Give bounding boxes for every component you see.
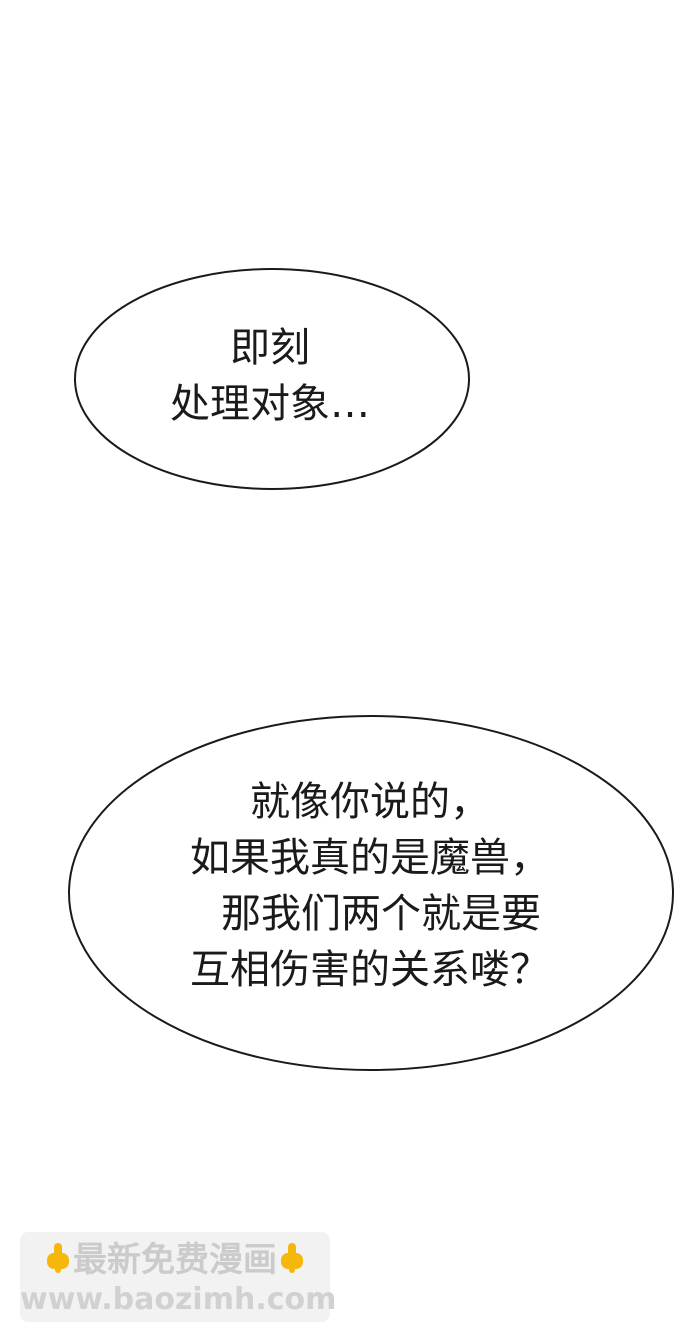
watermark-title-row: 最新免费漫画 [20,1238,330,1282]
site-watermark: 最新免费漫画 www.baozimh.com [20,1232,337,1322]
bubble-2-line-1: 就像你说的， [250,779,490,825]
bubble-1-line-2: 处理对象… [170,381,370,427]
bubble-1-line-1: 即刻 [230,325,310,371]
bubble-2-line-2: 如果我真的是魔兽， [190,835,550,881]
speech-bubble-1 [74,268,470,490]
watermark-title: 最新免费漫画 [73,1240,277,1280]
speech-bubble-1-text: 即刻 处理对象… [110,320,430,432]
watermark-url: www.baozimh.com [20,1282,337,1317]
bubble-2-line-3: 那我们两个就是要 [221,891,541,937]
speech-bubble-2 [68,715,674,1071]
pointing-down-hand-icon [277,1241,307,1275]
speech-bubble-2-text: 就像你说的， 如果我真的是魔兽， 那我们两个就是要 互相伤害的关系喽？ [120,774,620,998]
pointing-down-hand-icon [43,1241,73,1275]
bubble-2-line-4: 互相伤害的关系喽？ [190,947,550,993]
